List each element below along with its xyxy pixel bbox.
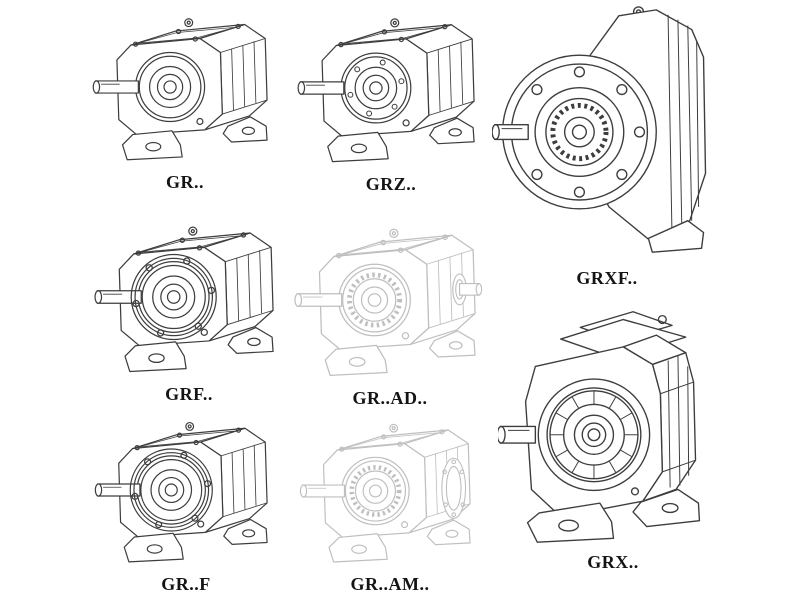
figure-label-grff: GR..F xyxy=(161,574,211,594)
figure-label-gram: GR..AM.. xyxy=(350,574,430,594)
figure-label-grz: GRZ.. xyxy=(365,174,417,194)
figure-label-grx: GRX.. xyxy=(587,552,639,572)
figure-grx: GRX.. xyxy=(498,300,728,573)
figure-grf: GRF.. xyxy=(92,212,286,405)
figure-grxf: GRXF.. xyxy=(492,2,722,289)
grx-gearbox-drawing xyxy=(498,311,701,543)
figure-grz: GRZ.. xyxy=(296,4,486,195)
gr-gearbox-drawing xyxy=(92,18,268,161)
figure-gram: GR..AM.. xyxy=(290,410,490,595)
grff-gearbox-drawing xyxy=(94,421,268,563)
figure-label-grad: GR..AD.. xyxy=(352,388,428,408)
grad-gearbox-drawing xyxy=(294,228,483,376)
grxf-gearbox-drawing xyxy=(492,2,722,266)
figure-label-grf: GRF.. xyxy=(165,384,213,404)
figure-grff: GR..F xyxy=(90,408,282,595)
grf-gearbox-drawing xyxy=(94,226,274,373)
grz-gearbox-drawing xyxy=(297,18,475,163)
gram-gearbox-drawing xyxy=(299,423,471,563)
figure-label-gr: GR.. xyxy=(166,172,204,192)
figure-label-grxf: GRXF.. xyxy=(576,268,638,288)
figure-gr: GR.. xyxy=(90,4,280,193)
figure-grad: GR..AD.. xyxy=(290,214,490,409)
